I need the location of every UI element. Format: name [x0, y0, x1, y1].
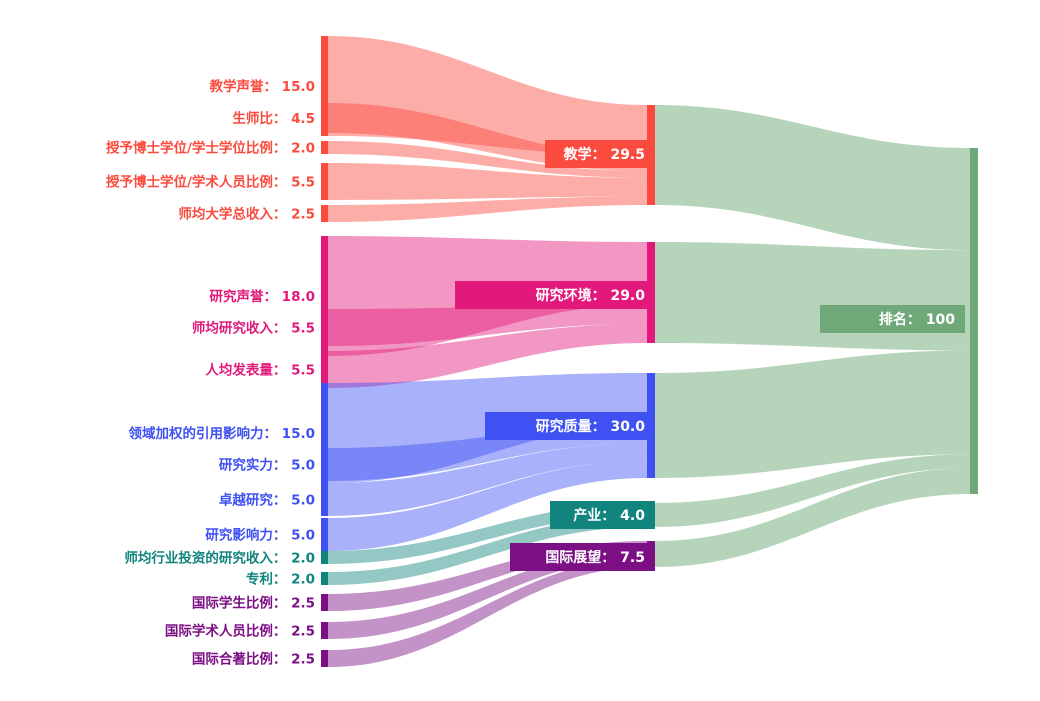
sankey-link [655, 242, 970, 351]
node-label-n13: 专利： 2.0 [246, 571, 315, 588]
sankey-node-n5[interactable] [321, 236, 328, 356]
node-badge-label-m3: 产业： 4.0 [573, 507, 645, 524]
sankey-node-n11[interactable] [321, 518, 328, 551]
node-badge-label-r0: 排名： 100 [879, 311, 955, 328]
node-label-n7: 人均发表量： 5.5 [205, 362, 315, 379]
sankey-node-n6[interactable] [321, 309, 328, 346]
sankey-node-n13[interactable] [321, 572, 328, 585]
node-label-n11: 研究影响力： 5.0 [205, 527, 315, 544]
sankey-node-n7[interactable] [321, 351, 328, 388]
sankey-node-n3[interactable] [321, 163, 328, 200]
sankey-link [328, 323, 647, 388]
node-badge-label-m0: 教学： 29.5 [564, 146, 645, 163]
node-badge-label-m2: 研究质量： 30.0 [536, 418, 646, 435]
sankey-link [655, 350, 970, 478]
node-badge-label-m4: 国际展望： 7.5 [545, 549, 645, 566]
sankey-link [328, 541, 647, 611]
sankey-link [655, 105, 970, 251]
sankey-node-n0[interactable] [321, 36, 328, 136]
node-badge-m4[interactable] [510, 543, 655, 571]
sankey-link [655, 468, 970, 567]
sankey-link [328, 443, 647, 516]
node-badge-m3[interactable] [550, 501, 655, 529]
sankey-node-n10[interactable] [321, 483, 328, 516]
node-badge-m1[interactable] [455, 281, 655, 309]
sankey-link [328, 163, 647, 200]
sankey-link [328, 558, 647, 667]
sankey-link [655, 454, 970, 527]
node-label-n6: 师均研究收入： 5.5 [192, 320, 315, 337]
sankey-link [328, 304, 647, 346]
sankey-link [328, 36, 647, 156]
node-label-n16: 国际合著比例： 2.5 [192, 651, 315, 668]
node-badge-m0[interactable] [545, 140, 655, 168]
node-label-n0: 教学声誉： 15.0 [209, 78, 315, 95]
sankey-node-r0[interactable] [970, 148, 978, 494]
labels-layer: 教学声誉： 15.0 生师比： 4.5 授予博士学位/学士学位比例： 2.0 授予博士… [106, 78, 965, 668]
sankey-node-n15[interactable] [321, 622, 328, 639]
node-label-n9: 研究实力： 5.0 [219, 457, 315, 474]
node-label-n1: 生师比： 4.5 [232, 110, 315, 127]
sankey-node-n1[interactable] [321, 103, 328, 133]
sankey-node-n4[interactable] [321, 205, 328, 222]
node-label-n4: 师均大学总收入： 2.5 [178, 206, 315, 223]
node-badge-m2[interactable] [485, 412, 655, 440]
sankey-node-n12[interactable] [321, 551, 328, 564]
node-label-n2: 授予博士学位/学士学位比例： 2.0 [106, 140, 315, 157]
sankey-node-n8[interactable] [321, 383, 328, 483]
sankey-link [328, 141, 647, 178]
node-label-n3: 授予博士学位/学术人员比例： 5.5 [106, 174, 315, 191]
node-label-n5: 研究声誉： 18.0 [209, 288, 315, 305]
node-label-n15: 国际学术人员比例： 2.5 [165, 623, 315, 640]
node-badge-label-m1: 研究环境： 29.0 [536, 287, 646, 304]
sankey-node-n2[interactable] [321, 141, 328, 154]
node-label-n14: 国际学生比例： 2.5 [192, 595, 315, 612]
sankey-link [328, 196, 647, 222]
sankey-node-n14[interactable] [321, 594, 328, 611]
sankey-node-n16[interactable] [321, 650, 328, 667]
node-badge-r0[interactable] [820, 305, 965, 333]
sankey-link [328, 460, 647, 551]
node-label-n10: 卓越研究： 5.0 [219, 492, 315, 509]
sankey-link [328, 549, 647, 639]
node-label-n8: 领域加权的引用影响力： 15.0 [128, 425, 315, 442]
sankey-link [328, 515, 647, 585]
sankey-node-n9[interactable] [321, 448, 328, 481]
node-label-n12: 师均行业投资的研究收入： 2.0 [124, 550, 315, 567]
